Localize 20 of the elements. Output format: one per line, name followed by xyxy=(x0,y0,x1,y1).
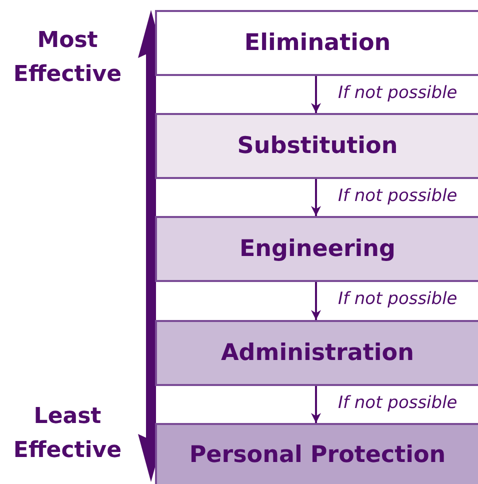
band-title: Substitution xyxy=(237,133,398,159)
edge-label: If not possible xyxy=(338,82,458,102)
band-title: Engineering xyxy=(239,236,396,262)
hierarchy-band xyxy=(155,423,478,484)
arrow xyxy=(311,76,321,113)
edge-label: If not possible xyxy=(338,289,458,309)
scale-label: Least Effective xyxy=(12,403,123,465)
arrow xyxy=(311,386,321,423)
hierarchy-band xyxy=(155,320,478,386)
band-title: Personal Protection xyxy=(189,442,446,468)
scale-label: Most Effective xyxy=(12,27,123,89)
arrow xyxy=(311,282,321,320)
band-title: Administration xyxy=(221,340,414,366)
edge-label: If not possible xyxy=(338,392,458,412)
hierarchy-band xyxy=(155,10,478,76)
edge-label: If not possible xyxy=(338,186,458,206)
arrow xyxy=(311,179,321,216)
hierarchy-band xyxy=(155,113,478,179)
band-title: Elimination xyxy=(244,30,391,56)
hierarchy-band xyxy=(155,216,478,282)
